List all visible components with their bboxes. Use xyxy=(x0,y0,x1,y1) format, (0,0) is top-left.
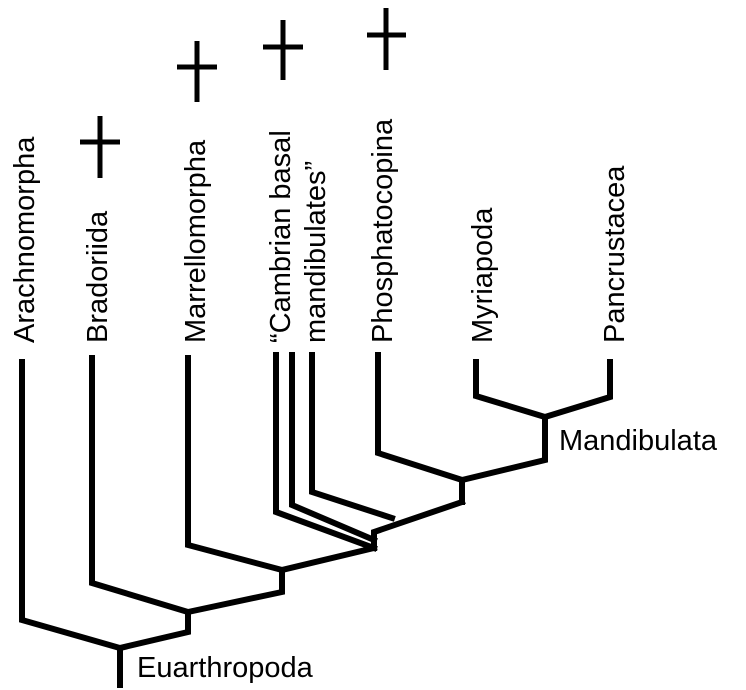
branch-node-bradoriida-rest xyxy=(116,609,191,652)
taxon-label-cambrian-basal-line1: “Cambrian basal xyxy=(265,130,297,343)
taxon-label-marrellomorpha: Marrellomorpha xyxy=(180,139,212,343)
branch-node-mandibulata xyxy=(458,414,548,484)
taxon-label-phosphatocopina: Phosphatocopina xyxy=(367,118,399,343)
branch-pancrustacea xyxy=(541,359,613,421)
branch-myriapoda xyxy=(473,359,549,421)
branch-arachnomorpha xyxy=(19,359,124,652)
clade-label-mandibulata: Mandibulata xyxy=(559,425,718,457)
branch-bradoriida xyxy=(89,355,192,616)
branch-cambrian-basal-2 xyxy=(289,352,378,544)
taxon-label-cambrian-basal-line2: mandibulates” xyxy=(300,161,332,343)
branch-marrellomorpha xyxy=(185,355,286,574)
tree-branches xyxy=(19,352,613,688)
dagger-icon xyxy=(80,116,120,178)
clade-label-euarthropoda: Euarthropoda xyxy=(137,652,314,684)
taxon-label-bradoriida: Bradoriida xyxy=(82,210,114,343)
taxon-label-pancrustacea: Pancrustacea xyxy=(599,165,631,343)
branch-cambrian-basal-3 xyxy=(309,352,396,522)
dagger-icon xyxy=(177,41,217,102)
branch-node-cambrian-rest xyxy=(371,498,466,551)
taxon-label-myriapoda: Myriapoda xyxy=(467,207,499,343)
dagger-icon xyxy=(367,8,406,70)
branch-node-cambrian-stem xyxy=(278,544,378,574)
dagger-icon xyxy=(263,20,303,80)
branch-phosphatocopina xyxy=(375,352,466,484)
branch-node-marrellomorpha-rest xyxy=(184,567,285,616)
taxon-label-arachnomorpha: Arachnomorpha xyxy=(9,136,41,343)
branch-cambrian-basal-1 xyxy=(273,352,378,552)
